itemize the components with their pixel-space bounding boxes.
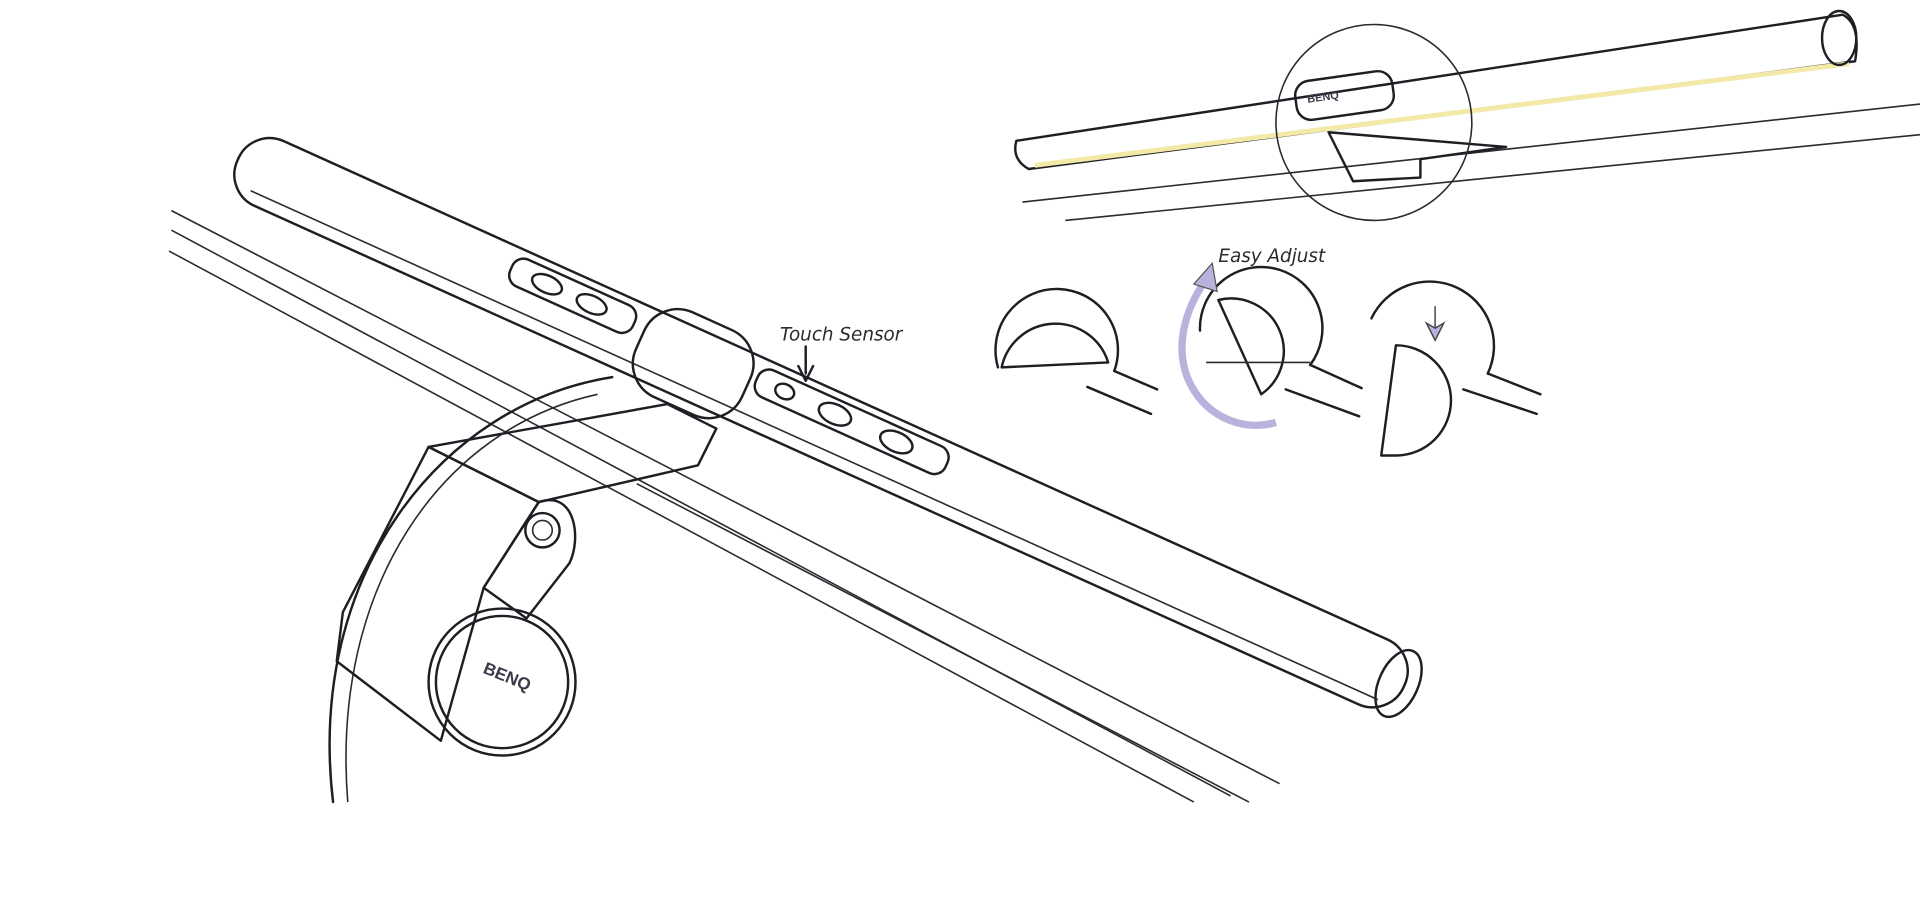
adjust-diagram-1	[994, 287, 1159, 416]
adjust-diagram-3	[1370, 280, 1542, 457]
adjust-diagram-2	[1178, 261, 1363, 429]
clamp-collar	[631, 307, 755, 420]
easy-adjust-label: Easy Adjust	[1218, 246, 1326, 267]
detail-callout-circle	[1275, 23, 1473, 222]
power-cable	[328, 375, 614, 804]
touch-button-icon	[575, 292, 608, 316]
knob-logo: BENQ	[481, 658, 534, 695]
weight-knob: BENQ	[427, 607, 577, 757]
clamp-arm	[335, 402, 718, 743]
arrow-down-icon	[1424, 306, 1446, 343]
side-view-bar: BENQ	[1014, 9, 1920, 222]
arrow-down-icon	[797, 345, 815, 383]
monitor-edge-rails	[168, 209, 1280, 803]
main-light-bar	[233, 136, 1423, 719]
touch-button-icon	[878, 429, 914, 455]
rotate-arrow-icon	[1178, 277, 1277, 429]
touch-sensor-icon	[817, 401, 853, 427]
hinge-button-icon	[524, 511, 561, 549]
touch-button-icon	[530, 272, 564, 296]
bar-end-cap	[1374, 648, 1423, 719]
touch-sensor-label: Touch Sensor	[780, 324, 904, 345]
side-view-logo: BENQ	[1307, 89, 1341, 105]
